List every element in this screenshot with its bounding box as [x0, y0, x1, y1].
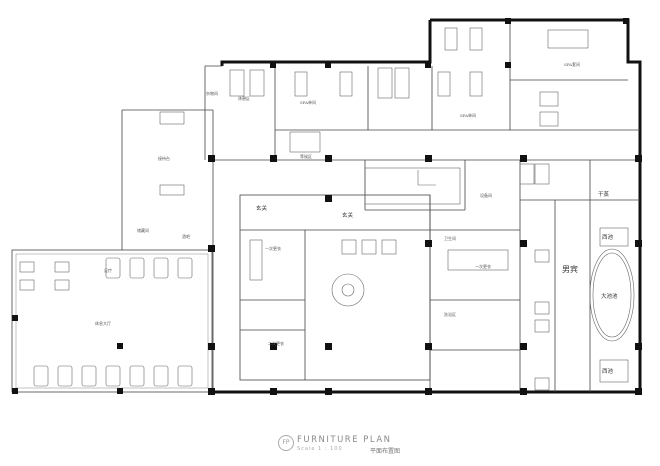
- label-equipment-room: 设备间: [480, 192, 492, 198]
- title-block: FP FURNITURE PLAN Scale 1 : 100 平面布置图: [278, 435, 418, 463]
- plan-title: FURNITURE PLAN: [297, 435, 392, 445]
- outer-walls: [213, 18, 642, 394]
- label-male-bath: 男宾: [562, 264, 578, 274]
- label-spa-room-1: SPA单间: [300, 99, 316, 105]
- label-pedicure: 足疗: [104, 267, 112, 273]
- plan-subtitle: 平面布置图: [370, 448, 401, 455]
- label-foyer-2: 玄关: [342, 211, 354, 219]
- fp-badge: FP: [278, 435, 294, 451]
- label-second-changing: 二次更衣: [268, 340, 284, 346]
- lounge-recliners: [19, 257, 193, 387]
- inner-walls: [11, 20, 640, 393]
- label-reception: 接待台: [158, 155, 170, 161]
- label-lounge-hall: 休息大厅: [95, 320, 111, 326]
- label-wash-area: 洗浴区: [444, 311, 456, 317]
- label-toilet: 卫生间: [444, 235, 456, 241]
- label-storage: 杂物间: [206, 90, 218, 96]
- label-spa-room-2: SPA单间: [460, 112, 476, 118]
- label-waiting-area: 等候区: [300, 153, 312, 159]
- label-big-pool: 大池池: [601, 292, 618, 300]
- label-first-changing-right: 一次更衣: [475, 263, 491, 269]
- label-first-changing-left: 一次更衣: [265, 245, 281, 251]
- label-west-pool-1: 西池: [602, 233, 614, 241]
- label-foyer-1: 玄关: [256, 204, 268, 212]
- label-spa-suite: SPA套间: [564, 61, 580, 67]
- label-cloakroom: 储藏间: [137, 227, 149, 233]
- label-west-pool-2: 西池: [602, 367, 614, 375]
- label-sauna: 干蒸: [598, 190, 610, 198]
- room-labels: 杂物间 休憩区 SPA单间 SPA单间 SPA套间 接待台 等候区 储藏间 酒吧…: [95, 61, 618, 375]
- label-rest-area: 休憩区: [238, 95, 250, 101]
- column-posts: [12, 18, 642, 395]
- spa-furniture: [159, 27, 635, 391]
- label-bar: 酒吧: [182, 233, 190, 239]
- plan-scale: Scale 1 : 100: [297, 446, 343, 452]
